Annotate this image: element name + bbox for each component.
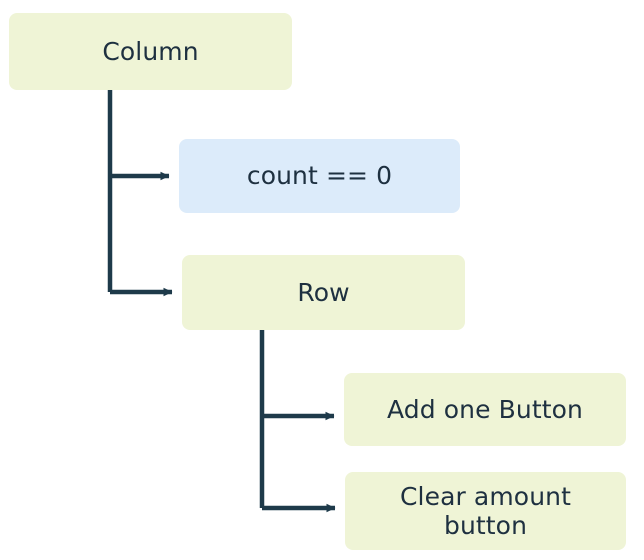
node-row-label: Row [297,277,350,307]
node-column-label: Column [102,36,199,66]
node-clear-amount-button[interactable]: Clear amount button [345,472,626,550]
node-column[interactable]: Column [9,13,292,90]
node-count-condition-label: count == 0 [246,161,393,191]
node-clear-amount-button-label: Clear amount button [400,481,571,541]
node-count-condition[interactable]: count == 0 [179,139,460,213]
edge-row-to-children [259,330,336,513]
edge-column-to-children [107,90,173,297]
node-add-one-button[interactable]: Add one Button [344,373,626,446]
node-row[interactable]: Row [182,255,465,330]
node-add-one-button-label: Add one Button [387,394,583,424]
